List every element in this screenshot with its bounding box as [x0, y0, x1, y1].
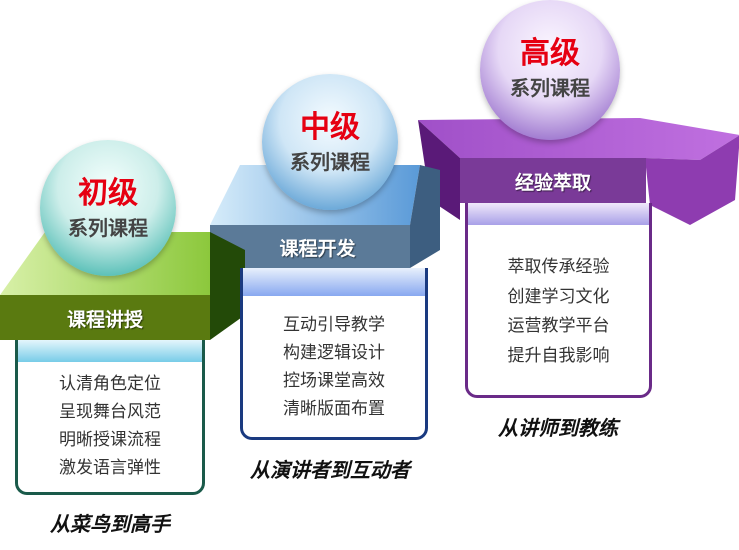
- intermediate-items: 互动引导教学 构建逻辑设计 控场课堂高效 清晰版面布置: [243, 296, 425, 423]
- beginner-items: 认清角色定位 呈现舞台风范 明晰授课流程 激发语言弹性: [18, 362, 202, 482]
- list-item: 提升自我影响: [507, 345, 610, 366]
- list-item: 清晰版面布置: [283, 399, 385, 419]
- intermediate-platform-side: [410, 165, 440, 268]
- advanced-series: 系列课程: [510, 76, 590, 100]
- beginner-content-box: 认清角色定位 呈现舞台风范 明晰授课流程 激发语言弹性: [15, 340, 205, 495]
- beginner-series: 系列课程: [68, 216, 148, 240]
- advanced-items: 萃取传承经验 创建学习文化 运营教学平台 提升自我影响: [468, 225, 649, 371]
- list-item: 激发语言弹性: [59, 458, 161, 478]
- advanced-strip: [468, 203, 649, 225]
- intermediate-series: 系列课程: [290, 150, 370, 174]
- list-item: 运营教学平台: [507, 316, 610, 336]
- list-item: 明晰授课流程: [59, 430, 161, 450]
- advanced-level: 高级: [520, 36, 580, 71]
- advanced-caption: 从讲师到教练: [498, 416, 618, 440]
- list-item: 创建学习文化: [507, 286, 610, 307]
- list-item: 互动引导教学: [283, 315, 385, 335]
- beginner-band-label: 课程讲授: [66, 309, 143, 331]
- advanced-platform-band: [460, 158, 646, 203]
- list-item: 呈现舞台风范: [59, 402, 161, 422]
- beginner-platform-band: [0, 295, 210, 340]
- list-item: 构建逻辑设计: [283, 343, 385, 363]
- beginner-platform-side: [210, 232, 245, 340]
- intermediate-band-label: 课程开发: [279, 238, 356, 260]
- advanced-platform-top: [418, 118, 739, 160]
- advanced-band-label: 经验萃取: [514, 172, 591, 194]
- beginner-sphere: 初级 系列课程: [40, 140, 176, 276]
- intermediate-strip: [243, 268, 425, 296]
- advanced-sphere: 高级 系列课程: [480, 0, 620, 140]
- list-item: 控场课堂高效: [283, 371, 385, 391]
- advanced-content-box: 萃取传承经验 创建学习文化 运营教学平台 提升自我影响: [465, 203, 652, 398]
- list-item: 认清角色定位: [59, 374, 161, 394]
- advanced-platform-wing: [645, 135, 739, 225]
- intermediate-caption: 从演讲者到互动者: [250, 458, 410, 482]
- beginner-caption: 从菜鸟到高手: [50, 512, 170, 536]
- beginner-level: 初级: [78, 176, 138, 211]
- list-item: 萃取传承经验: [507, 257, 610, 277]
- intermediate-content-box: 互动引导教学 构建逻辑设计 控场课堂高效 清晰版面布置: [240, 268, 428, 440]
- beginner-strip: [18, 340, 202, 362]
- intermediate-level: 中级: [300, 110, 360, 145]
- intermediate-sphere: 中级 系列课程: [262, 74, 398, 210]
